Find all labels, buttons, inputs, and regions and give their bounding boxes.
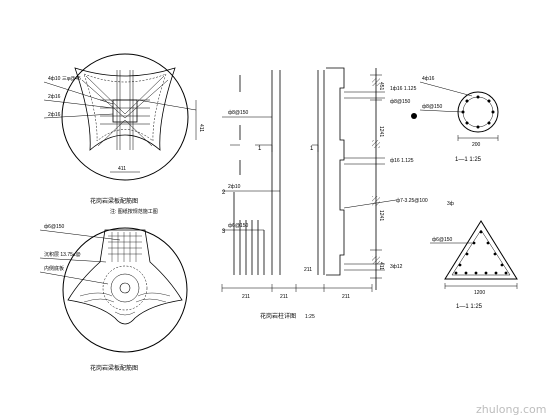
elevation-right-label-2: ф8@150 (390, 99, 411, 105)
plan-bottom-ring-2 (110, 273, 140, 303)
section-circle-callout-2: ф8@150 (422, 104, 443, 110)
watermark: zhulong.com (476, 403, 546, 416)
elevation-hatch (372, 78, 380, 264)
plan-top-callout-3: 2ф16 (48, 112, 61, 118)
plan-top-dim-right: 411 (198, 124, 204, 132)
section-triangle-dim: 1200 (474, 290, 485, 296)
section-triangle-rebars (454, 230, 508, 275)
plan-bottom-title: 花岗岩梁板配筋图 (90, 364, 138, 372)
section-circle-dim: 200 (472, 142, 481, 148)
elevation-right-dim-1: 451 (378, 82, 384, 91)
elevation-right-dim-3: 1241 (378, 210, 384, 221)
plan-bottom: ф6@150 沉积层 13.75≤@ 内侧底板 注: 图纸按规范施工图 花岗岩梁… (39, 208, 188, 372)
plan-bottom-ring-3 (119, 282, 131, 294)
section-triangle-outer (444, 220, 518, 280)
plan-bottom-note: 注: 图纸按规范施工图 (110, 208, 158, 215)
elevation: ф8@150 2ф10 ф6@150 1 1 2 3 211 211 211 2… (221, 67, 428, 320)
plan-bottom-callout-1: ф6@150 (44, 224, 65, 230)
elevation-section-mark-right: 1 (310, 146, 314, 152)
plan-top-rebar-bands (81, 70, 169, 150)
plan-top-dim-bottom: 411 (118, 166, 126, 172)
plan-top-callout-2: 2ф16 (48, 94, 61, 100)
elevation-right-label-1: 1ф16 1.125 (390, 86, 417, 92)
plan-top-center-block (112, 99, 138, 123)
plan-bottom-outer-circle (62, 227, 188, 353)
elevation-dim-4: 211 (342, 294, 350, 300)
elevation-right-label-3: ф16 1.125 (390, 158, 414, 164)
plan-bottom-contours (79, 232, 171, 316)
section-circle-marker (411, 113, 417, 119)
elevation-scale: 1:25 (305, 314, 315, 320)
section-circle-rebars (461, 95, 495, 129)
plan-bottom-ring-1 (102, 265, 148, 311)
plan-top-callout-1: 4ф10 三φ@45 (48, 76, 81, 82)
elevation-right-dim-2: 1241 (378, 126, 384, 137)
elevation-title: 花岗岩柱详图 (260, 312, 296, 320)
plan-bottom-callout-3: 内侧底板 (44, 265, 64, 272)
elevation-label-1: ф8@150 (228, 110, 249, 116)
section-circle-callout-1: 4ф16 (422, 76, 435, 82)
elevation-right-label-5: 3ф12 (390, 264, 403, 270)
plan-top: 4ф10 三φ@45 2ф16 2ф16 411 411 花岗岩梁板配筋图 (43, 53, 204, 205)
section-triangle-label: 1—1 1:25 (456, 304, 483, 310)
section-triangle-side: 3ф (447, 201, 454, 207)
section-triangle-callout: ф6@150 (432, 237, 453, 243)
elevation-marker-3: 3 (222, 229, 226, 235)
plan-top-tri-lobe (74, 67, 176, 151)
section-circle: 4ф16 ф8@150 200 1—1 1:25 (411, 76, 499, 163)
elevation-marker-2: 2 (222, 190, 226, 196)
elevation-right-dim-4: 411 (378, 262, 384, 270)
elevation-dim-1: 211 (242, 294, 250, 300)
elevation-dim-2: 211 (280, 294, 288, 300)
section-triangle-inner (451, 229, 511, 276)
plan-top-title: 花岗岩梁板配筋图 (90, 197, 138, 205)
elevation-label-2: 2ф10 (228, 184, 241, 190)
plan-top-outer-circle (61, 53, 189, 181)
elevation-section-mark-left: 1 (258, 146, 262, 152)
section-triangle: ф6@150 3ф 1200 1—1 1:25 (430, 201, 518, 310)
plan-top-tri-lobe-inner (83, 73, 167, 142)
elevation-dim-3: 211 (304, 267, 312, 273)
elevation-label-3: ф6@150 (228, 223, 249, 229)
plan-bottom-callout-2: 沉积层 13.75≤@ (44, 251, 81, 258)
elevation-right-label-4: ф7-3.25@100 (396, 198, 428, 204)
plan-bottom-tri-lobe (67, 229, 183, 325)
section-circle-label: 1—1 1:25 (455, 157, 482, 163)
